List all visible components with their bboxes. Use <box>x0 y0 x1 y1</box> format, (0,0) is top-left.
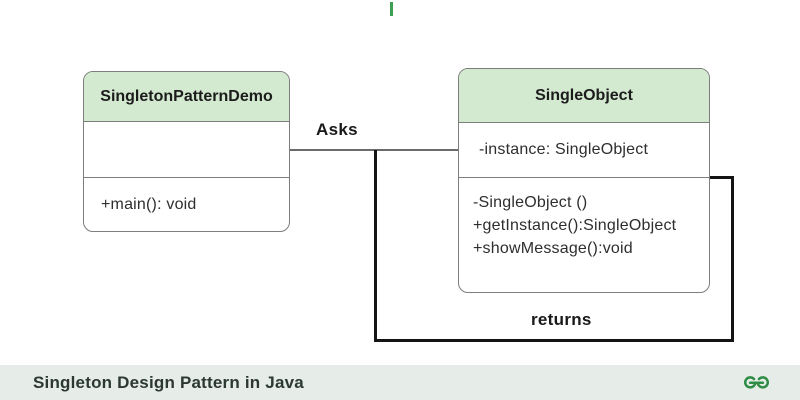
method-showmessage: +showMessage():void <box>473 240 633 257</box>
asks-label: Asks <box>316 120 358 139</box>
methods-section: -SingleObject () +getInstance():SingleOb… <box>459 178 709 260</box>
footer-caption: Singleton Design Pattern in Java <box>33 372 304 392</box>
returns-label: returns <box>531 310 592 329</box>
class-name-singletonpatterndemo: SingletonPatternDemo <box>84 72 289 122</box>
class-box-singleobject: SingleObject -instance: SingleObject -Si… <box>458 68 710 293</box>
methods-section: +main(): void <box>84 178 289 231</box>
method-getinstance: +getInstance():SingleObject <box>473 217 677 234</box>
footer-bar: Singleton Design Pattern in Java <box>0 365 800 400</box>
class-name-singleobject: SingleObject <box>459 69 709 123</box>
returns-connector-bottom-segment <box>374 339 734 342</box>
attributes-section: -instance: SingleObject <box>459 123 709 178</box>
attributes-section-empty <box>84 122 289 178</box>
top-cursor-mark <box>390 2 393 16</box>
method-constructor: -SingleObject () <box>473 194 588 211</box>
class-box-singletonpatterndemo: SingletonPatternDemo +main(): void <box>83 71 290 232</box>
returns-connector-right-segment <box>731 176 734 342</box>
returns-connector-left-segment <box>374 150 377 342</box>
returns-connector-top-segment <box>708 176 734 179</box>
geeksforgeeks-logo-icon <box>743 375 770 391</box>
attribute-instance: -instance: SingleObject <box>479 141 649 158</box>
method-main: +main(): void <box>101 196 197 213</box>
